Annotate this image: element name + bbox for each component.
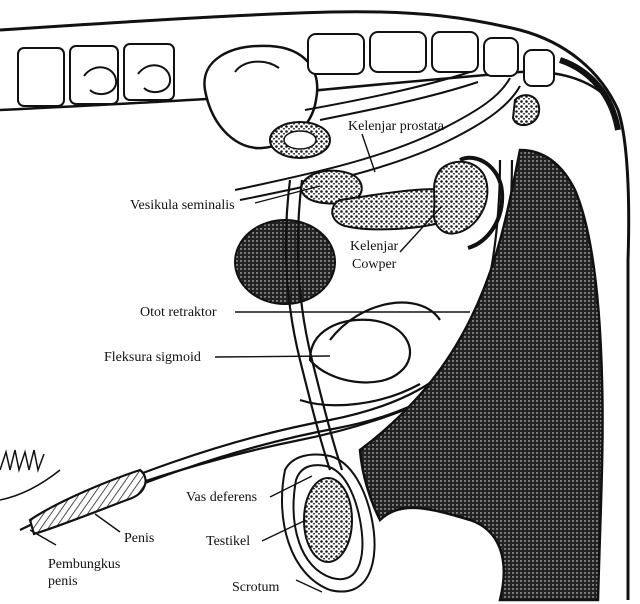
bladder (234, 219, 336, 305)
label-pembungkus-1: Pembungkus (48, 557, 120, 572)
testis (303, 477, 353, 563)
label-kelenjar-cowper-2: Cowper (352, 257, 397, 272)
hind-leg (358, 148, 604, 602)
pelvic-tracts (234, 71, 521, 201)
accessory-glands (300, 155, 505, 250)
leader-lines (29, 133, 470, 593)
label-pembungkus-2: penis (48, 574, 78, 589)
labels: Kelenjar prostata Vesikula seminalis Kel… (48, 119, 445, 595)
label-kelenjar-cowper-1: Kelenjar (350, 239, 399, 254)
penis-structure (19, 159, 514, 536)
label-vas-deferens: Vas deferens (186, 490, 257, 505)
vertebral-column (0, 10, 631, 600)
scrotum-testis (281, 453, 376, 593)
label-scrotum: Scrotum (232, 580, 280, 595)
label-kelenjar-prostata: Kelenjar prostata (348, 119, 445, 134)
label-testikel: Testikel (206, 534, 250, 549)
label-otot-retraktor: Otot retraktor (140, 305, 217, 320)
belly-fringe (0, 449, 61, 501)
label-vesikula-seminalis: Vesikula seminalis (130, 198, 235, 213)
label-penis: Penis (124, 531, 154, 546)
label-fleksura-sigmoid: Fleksura sigmoid (104, 350, 201, 365)
